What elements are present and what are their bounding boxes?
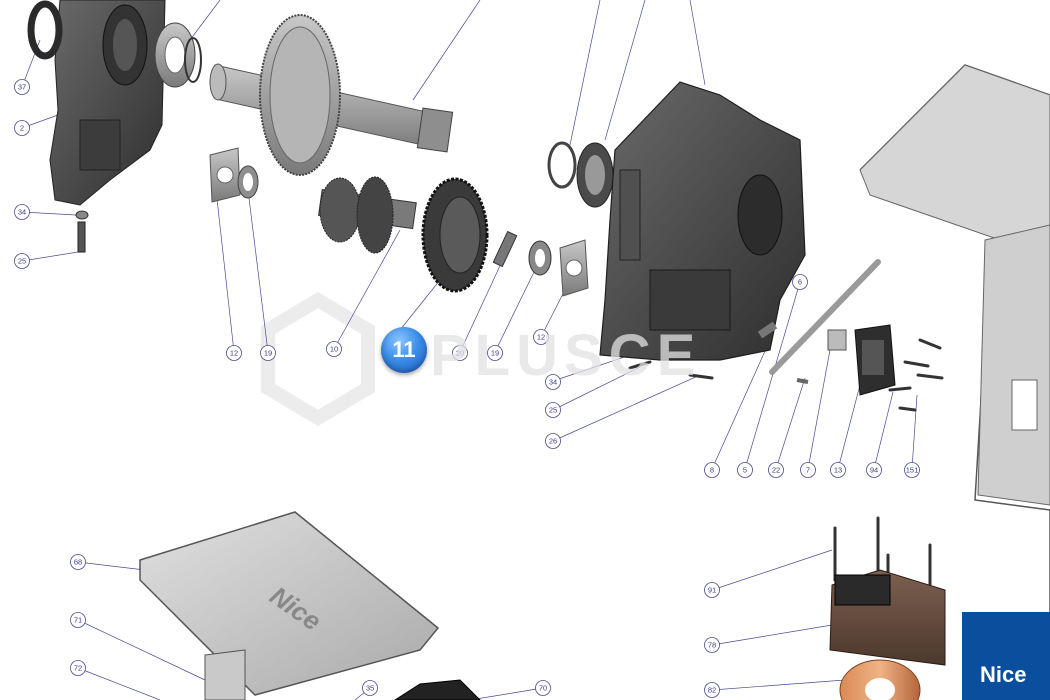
brand-logo-text: Nice xyxy=(980,662,1027,687)
callout-6[interactable]: 6 xyxy=(792,274,808,290)
callout-19[interactable]: 19 xyxy=(260,345,276,361)
callout-number: 91 xyxy=(708,586,716,595)
bearing-block-part[interactable] xyxy=(209,147,259,203)
callout-7[interactable]: 7 xyxy=(800,462,816,478)
callout-number: 19 xyxy=(491,349,499,358)
callout-5[interactable]: 5 xyxy=(737,462,753,478)
watermark-text: PLUSCE xyxy=(430,323,702,388)
callout-34[interactable]: 34 xyxy=(14,204,30,220)
callout-number: 10 xyxy=(330,345,338,354)
callout-82[interactable]: 82 xyxy=(704,682,720,698)
callout-13[interactable]: 13 xyxy=(830,462,846,478)
callout-number: 12 xyxy=(537,333,545,342)
callout-20[interactable]: 20 xyxy=(452,345,468,361)
main-shaft-gear-part[interactable] xyxy=(209,14,454,176)
callout-number: 7 xyxy=(806,466,810,475)
callout-number: 71 xyxy=(74,616,82,625)
selected-part-badge[interactable]: 11 xyxy=(381,327,427,373)
gear-wheel-part-selected[interactable] xyxy=(421,177,489,293)
limit-switch-part[interactable] xyxy=(854,324,896,396)
screw-washer-part[interactable] xyxy=(75,210,89,253)
callout-12[interactable]: 12 xyxy=(533,329,549,345)
callout-number: 20 xyxy=(456,349,464,358)
callout-70[interactable]: 70 xyxy=(535,680,551,696)
callout-8[interactable]: 8 xyxy=(704,462,720,478)
callout-number: 26 xyxy=(549,437,557,446)
callout-number: 72 xyxy=(74,664,82,673)
callout-2[interactable]: 2 xyxy=(14,120,30,136)
control-board-part[interactable] xyxy=(829,516,946,700)
callout-number: 37 xyxy=(18,83,26,92)
gearbox-housing-part[interactable] xyxy=(599,81,806,361)
callout-number: 12 xyxy=(230,349,238,358)
callout-78[interactable]: 78 xyxy=(704,637,720,653)
shaft-rod-part[interactable] xyxy=(757,259,881,384)
callout-number: 68 xyxy=(74,558,82,567)
callout-number: 78 xyxy=(708,641,716,650)
callout-68[interactable]: 68 xyxy=(70,554,86,570)
callout-number: 94 xyxy=(870,466,878,475)
callout-number: 25 xyxy=(549,406,557,415)
callout-72[interactable]: 72 xyxy=(70,660,86,676)
callout-19[interactable]: 19 xyxy=(487,345,503,361)
callout-34[interactable]: 34 xyxy=(545,374,561,390)
callout-number: 151 xyxy=(906,466,919,475)
housing-cover-part[interactable] xyxy=(49,0,166,206)
callout-35[interactable]: 35 xyxy=(362,680,378,696)
mounting-bracket-part[interactable] xyxy=(859,64,1050,700)
callout-91[interactable]: 91 xyxy=(704,582,720,598)
callout-number: 35 xyxy=(366,684,374,693)
bearing-part[interactable] xyxy=(154,22,202,88)
callout-number: 19 xyxy=(264,349,272,358)
callout-number: 25 xyxy=(18,257,26,266)
callout-71[interactable]: 71 xyxy=(70,612,86,628)
callout-26[interactable]: 26 xyxy=(545,433,561,449)
key-spacer-part[interactable] xyxy=(492,230,589,297)
top-cover-part[interactable]: Nice xyxy=(139,511,440,696)
callout-25[interactable]: 25 xyxy=(14,253,30,269)
callout-number: 82 xyxy=(708,686,716,695)
callout-number: 34 xyxy=(18,208,26,217)
callout-number: 8 xyxy=(710,466,714,475)
leader-lines xyxy=(21,0,918,700)
lower-bracket-part[interactable] xyxy=(204,649,481,700)
callout-number: 13 xyxy=(834,466,842,475)
callout-number: 6 xyxy=(798,278,802,287)
oil-seal-part[interactable] xyxy=(547,141,614,208)
watermark-hexagon xyxy=(261,291,375,427)
callout-22[interactable]: 22 xyxy=(768,462,784,478)
callout-number: 2 xyxy=(20,124,24,133)
callout-number: 70 xyxy=(539,684,547,693)
callout-10[interactable]: 10 xyxy=(326,341,342,357)
callout-number: 22 xyxy=(772,466,780,475)
callout-12[interactable]: 12 xyxy=(226,345,242,361)
callout-151[interactable]: 151 xyxy=(904,462,920,478)
gear-cluster-part[interactable] xyxy=(318,176,417,254)
callout-number: 34 xyxy=(549,378,557,387)
brand-logo-box: Nice xyxy=(962,612,1050,700)
callout-94[interactable]: 94 xyxy=(866,462,882,478)
callout-25[interactable]: 25 xyxy=(545,402,561,418)
seal-ring-part[interactable] xyxy=(27,0,63,60)
callout-number: 5 xyxy=(743,466,747,475)
screws-part[interactable] xyxy=(628,338,944,412)
callout-37[interactable]: 37 xyxy=(14,79,30,95)
